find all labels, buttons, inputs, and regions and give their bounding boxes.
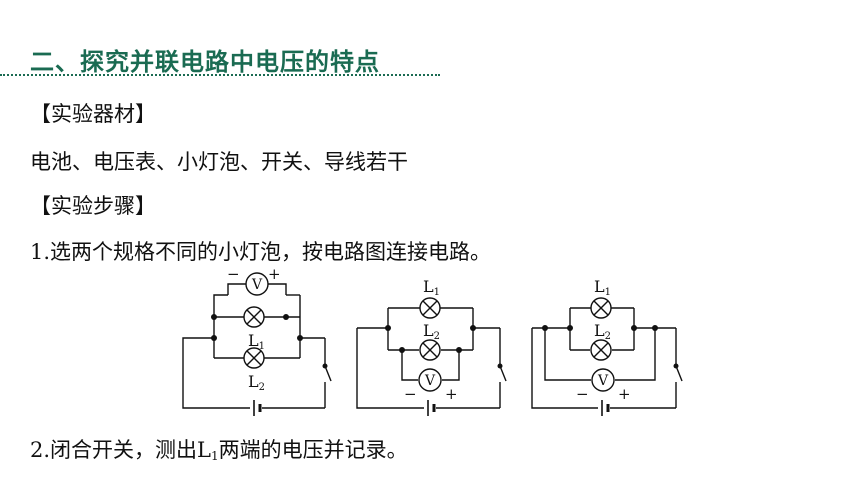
lamp-b-2-icon <box>419 339 441 361</box>
step-2-text-before: 闭合开关，测出 <box>50 438 198 462</box>
step-2-lamp-sub: 1 <box>211 449 219 463</box>
step-2-text-after: 两端的电压并记录。 <box>218 438 408 462</box>
title-underline <box>0 74 440 76</box>
lamp-c-1-icon <box>590 297 612 319</box>
voltmeter-a-plus: + <box>268 265 281 283</box>
step-2: 2.闭合开关，测出L1两端的电压并记录。 <box>30 434 408 464</box>
voltmeter-a-icon <box>245 272 269 296</box>
voltmeter-a-label: V <box>251 277 263 293</box>
lamp-b-2-label: L2 <box>423 321 440 342</box>
circuit-diagrams: V V V − + − + − + L1 L2 L1 L2 L1 L2 <box>182 265 683 416</box>
voltmeter-b-label: V <box>424 373 436 389</box>
voltmeter-c-icon <box>591 368 615 392</box>
lamp-a-1-label: L1 <box>248 331 265 352</box>
lamp-b-1-icon <box>419 297 441 319</box>
lamp-b-1-label: L1 <box>423 277 440 298</box>
voltmeter-c-minus: − <box>576 385 589 403</box>
circuit-c <box>531 307 683 416</box>
materials-header: 【实验器材】 <box>30 102 156 126</box>
voltmeter-b-plus: + <box>445 385 458 403</box>
lamp-c-2-label: L2 <box>594 321 611 342</box>
step-1: 1.选两个规格不同的小灯泡，按电路图连接电路。 <box>30 236 491 266</box>
circuit-a <box>182 283 332 416</box>
voltmeter-c-label: V <box>597 373 609 389</box>
voltmeter-b-minus: − <box>404 385 417 403</box>
step-1-text: 选两个规格不同的小灯泡，按电路图连接电路。 <box>50 240 492 264</box>
step-1-number: 1. <box>30 240 51 264</box>
voltmeter-b-icon <box>418 368 442 392</box>
lamp-c-1-label: L1 <box>594 277 611 298</box>
materials-list: 电池、电压表、小灯泡、开关、导线若干 <box>30 150 408 174</box>
lamp-a-1-icon <box>243 306 265 328</box>
step-2-lamp: L <box>197 438 211 462</box>
step-2-number: 2. <box>30 438 51 462</box>
lamp-a-2-label: L2 <box>248 372 265 393</box>
steps-header: 【实验步骤】 <box>30 194 156 218</box>
page-title: 二、探究并联电路中电压的特点 <box>30 48 380 76</box>
lamp-c-2-icon <box>590 339 612 361</box>
voltmeter-c-plus: + <box>618 385 631 403</box>
voltmeter-a-minus: − <box>227 265 240 283</box>
